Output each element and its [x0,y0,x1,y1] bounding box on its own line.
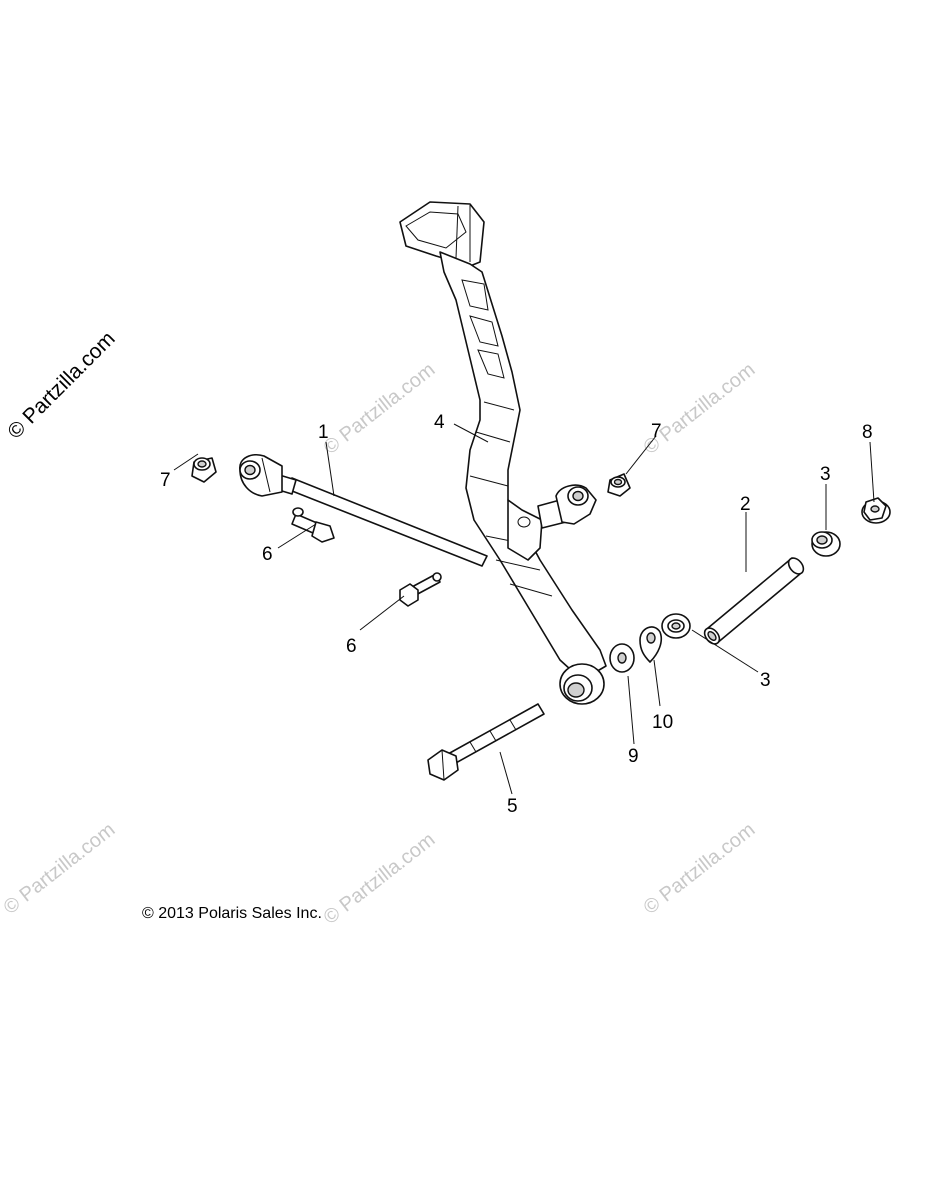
callout-7-left: 7 [160,470,171,491]
callout-3-top: 3 [820,464,831,485]
bushing-3b-part [661,613,691,639]
nut-7b-part [607,473,631,497]
callout-6-top: 6 [262,544,273,565]
tube-part [703,557,805,645]
long-bolt-part [427,703,545,781]
callout-5: 5 [507,796,518,817]
watermark-tile: © Partzilla.com [0,819,119,919]
copyright-notice: © 2013 Polaris Sales Inc. [142,905,322,922]
nut-7a-part [191,457,217,483]
shift-lever-part [399,201,607,705]
callout-1: 1 [318,422,329,443]
bolt-6a-part [291,507,335,543]
watermark-tile: © Partzilla.com [640,359,760,459]
callout-8: 8 [862,422,873,443]
callout-4: 4 [434,412,445,433]
washer-9-part [609,643,635,673]
callout-6-bottom: 6 [346,636,357,657]
flange-nut-part [861,497,891,524]
watermark-tile: © Partzilla.com [320,359,440,459]
watermark-main: © Partzilla.com [3,327,119,443]
bolt-6b-part [399,572,442,607]
callout-7-right: 7 [651,421,662,442]
callout-10: 10 [652,712,673,733]
callout-3-bottom: 3 [760,670,771,691]
watermark-tile: © Partzilla.com [640,819,760,919]
washer-10-part [639,626,663,663]
callout-9: 9 [628,746,639,767]
watermark-tile: © Partzilla.com [320,829,440,929]
leader-lines [173,423,875,795]
bushing-3a-part [811,531,841,557]
callout-2: 2 [740,494,751,515]
shift-rod-part [239,454,488,567]
